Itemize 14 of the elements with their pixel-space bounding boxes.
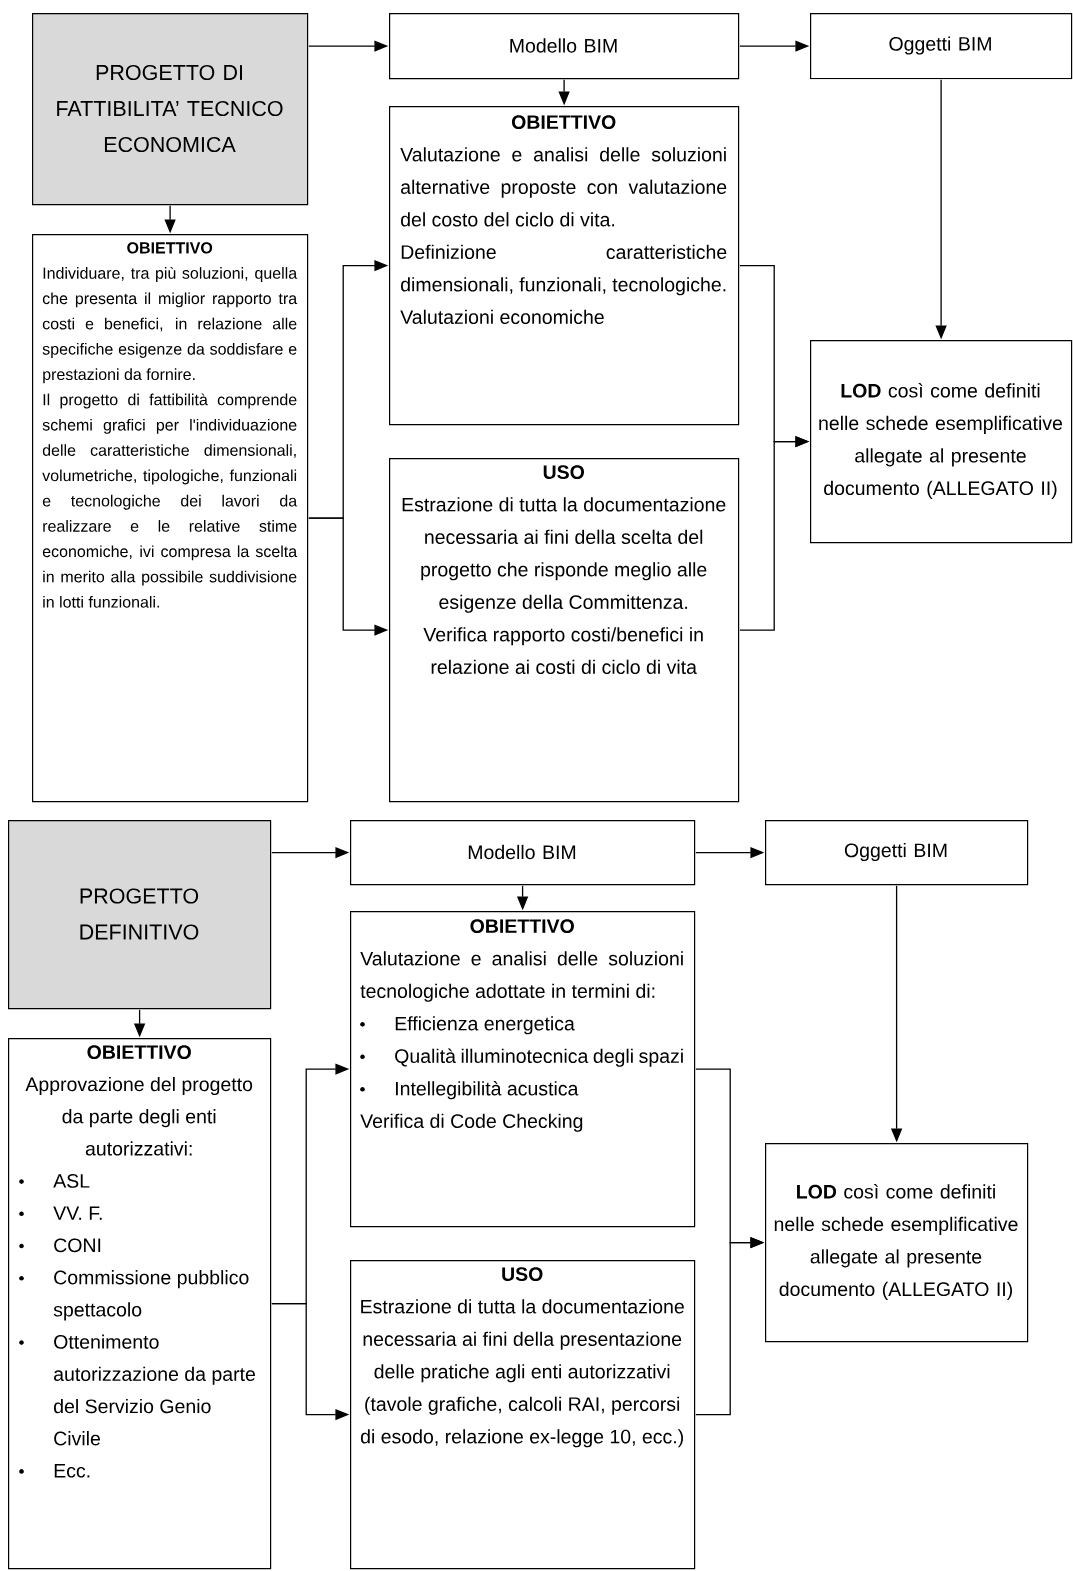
stage-box: PROGETTO DEFINITIVO (8, 820, 272, 1010)
process-box: OBIETTIVO Individuare, tra più soluzioni, quella che presenta il miglior rapporto tra costi e benefici, in relazione alle specifiche esigenze da soddisfare e prestazioni da fornire. Il progetto di fattibilità comprende schemi grafici per l'individuazione delle caratteristiche dimensionali, volumetriche, tipologiche, funzionali e tecnologiche dei lavori da realizzare e le relative stime economiche, ivi compresa la scelta in merito alla possibile suddivisione in lotti funzionali. (32, 234, 309, 803)
stage-box: PROGETTO DI FATTIBILITA’ TECNICO ECONOMICA (32, 13, 309, 206)
process-box: Oggetti BIM (765, 820, 1029, 886)
process-box: USO Estrazione di tutta la documentazione necessaria ai fini della presentazione delle pratiche agli enti autorizzativi (tavole grafiche, calcoli RAI, percorsi di esodo, relazione ex-legge 10, ecc.) (350, 1260, 696, 1570)
process-box: OBIETTIVO Approvazione del progetto da parte degli enti autorizzativi: ASL VV. F. CONI Commissione pubblico spettacolo Ottenimento autorizzazione da parte del Servizio Genio Civile Ecc. (8, 1038, 272, 1570)
process-box: LOD così come definiti nelle schede esemplificative allegate al presente documento (ALLEGATO II) (810, 340, 1073, 544)
process-box: Oggetti BIM (810, 13, 1073, 80)
process-box: Modello BIM (350, 820, 696, 886)
process-box: LOD così come definiti nelle schede esemplificative allegate al presente documento (ALLEGATO II) (765, 1143, 1029, 1343)
process-box: USO Estrazione di tutta la documentazione necessaria ai fini della scelta del progetto che risponde meglio alle esigenze della Committenza. Verifica rapporto costi/benefici in relazione ai costi di ciclo di vita (389, 458, 740, 803)
process-box: OBIETTIVO Valutazione e analisi delle soluzioni tecnologiche adottate in termini di: Efficienza energetica Qualità illuminotecnica degli spazi Intellegibilità acustica Verifica di Code Checking (350, 911, 696, 1228)
process-box: OBIETTIVO Valutazione e analisi delle soluzioni alternative proposte con valutazione del costo del ciclo di vita. Definizione caratteristiche dimensionali, funzionali, tecnologiche. Valutazioni economiche (389, 106, 740, 426)
process-box: Modello BIM (389, 13, 740, 80)
